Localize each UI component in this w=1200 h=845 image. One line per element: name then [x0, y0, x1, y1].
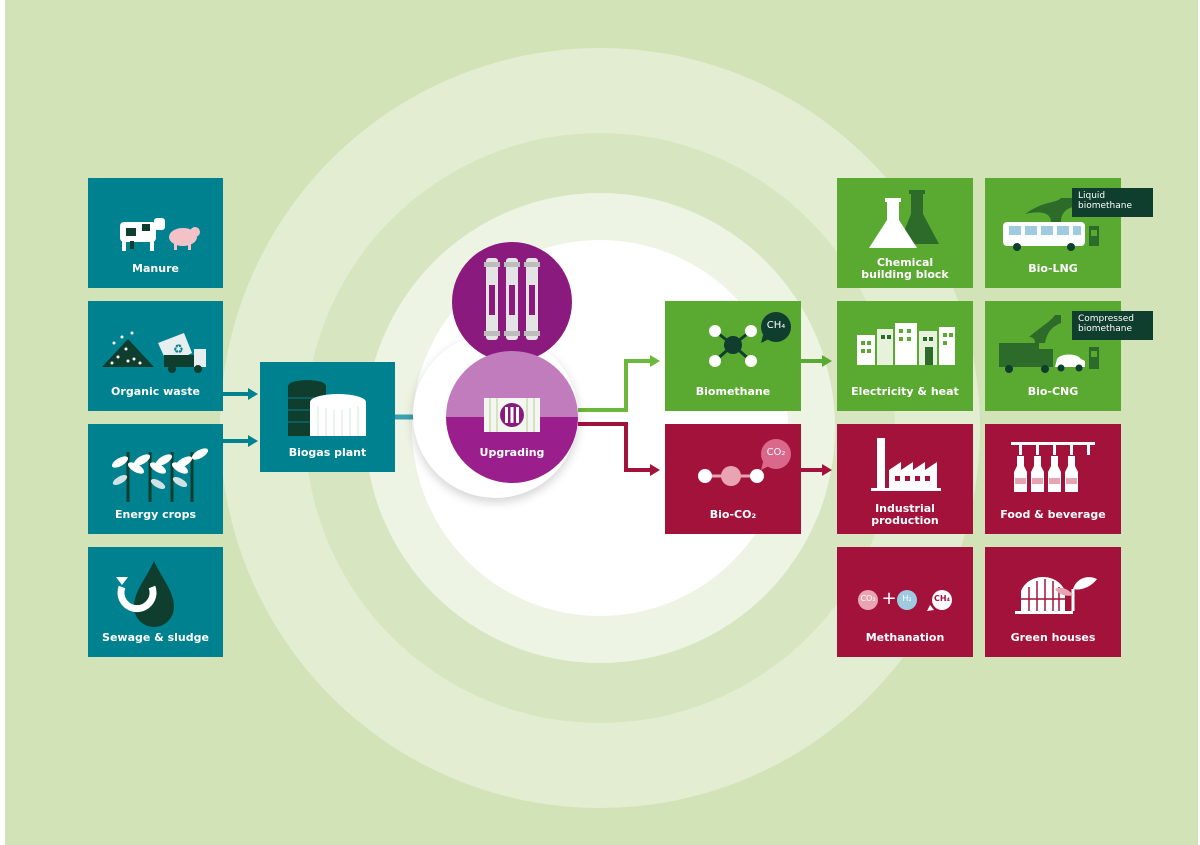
waste-truck-icon: ♻ — [102, 331, 206, 373]
bio-lng-tile: Bio-LNG — [985, 178, 1121, 288]
source-manure: Manure — [88, 178, 223, 288]
upgrading-label: Upgrading — [479, 446, 545, 459]
methanation-h2: H₂ — [902, 594, 912, 603]
chemical-building-block-tile: Chemical building block — [837, 178, 973, 288]
source-energy-crops: Energy crops — [88, 424, 223, 534]
methanation-label: Methanation — [865, 631, 945, 644]
flask-icon — [869, 190, 939, 248]
biomethane-arrow — [578, 355, 660, 412]
svg-text:♻: ♻ — [173, 342, 184, 356]
bottles-icon — [1011, 442, 1095, 492]
source-label: Organic waste — [111, 385, 200, 398]
product-arrows — [801, 355, 832, 476]
digester-tanks-icon — [288, 380, 366, 436]
membrane-bubble — [452, 242, 572, 370]
electricity-label: Electricity & heat — [851, 385, 959, 398]
methanation-ch4: CH₄ — [933, 594, 951, 603]
liquid-biomethane-callout: Liquid biomethane — [1072, 188, 1153, 217]
green-houses-tile: Green houses — [985, 547, 1121, 657]
truck-car-icon — [999, 315, 1099, 373]
methane-molecule-icon — [709, 312, 791, 367]
industrial-label: Industrial production — [871, 502, 939, 527]
bio-lng-label: Bio-LNG — [1028, 262, 1078, 275]
bus-icon — [1003, 198, 1099, 251]
compressed-biomethane-callout: Compressed biomethane — [1072, 311, 1153, 340]
electricity-heat-tile: Electricity & heat — [837, 301, 973, 411]
bioco2-arrow — [578, 422, 660, 476]
biogas-plant-tile: Biogas plant — [260, 362, 395, 472]
membrane-modules-icon — [484, 258, 540, 340]
source-arrows — [223, 388, 258, 447]
crops-icon — [111, 448, 209, 502]
greenhouses-label: Green houses — [1010, 631, 1096, 644]
bioco2-formula: CO₂ — [766, 447, 786, 458]
source-label: Manure — [132, 262, 179, 275]
methanation-co2: CO₂ — [860, 594, 876, 603]
source-sewage-sludge: Sewage & sludge — [88, 547, 223, 657]
biomethane-formula: CH₄ — [766, 320, 786, 331]
food-label: Food & beverage — [1000, 508, 1106, 521]
source-label: Sewage & sludge — [102, 631, 209, 644]
food-beverage-tile: Food & beverage — [985, 424, 1121, 534]
industrial-production-tile: Industrial production — [837, 424, 973, 534]
biomethane-label: Biomethane — [695, 385, 771, 398]
greenhouse-icon — [1015, 577, 1097, 614]
methanation-plus: + — [881, 588, 897, 609]
city-icon — [857, 323, 955, 365]
source-label: Energy crops — [114, 508, 197, 521]
biogas-plant-label: Biogas plant — [288, 446, 367, 459]
water-drop-icon — [116, 561, 174, 627]
source-organic-waste: ♻ Organic waste — [88, 301, 223, 411]
cow-pig-icon — [120, 218, 200, 251]
factory-icon — [871, 438, 941, 491]
chemical-label: Chemical building block — [861, 256, 949, 281]
biomethane-tile: CH₄ Biomethane — [665, 301, 801, 411]
co2-molecule-icon — [698, 439, 791, 486]
bioco2-tile: CO₂ Bio-CO₂ — [665, 424, 801, 534]
methanation-tile: CO₂ + H₂ CH₄ Methanation — [837, 547, 973, 657]
bioco2-label: Bio-CO₂ — [709, 508, 757, 521]
upgrading-circle — [446, 351, 578, 483]
bio-cng-label: Bio-CNG — [1027, 385, 1079, 398]
methanation-icon — [858, 590, 952, 611]
